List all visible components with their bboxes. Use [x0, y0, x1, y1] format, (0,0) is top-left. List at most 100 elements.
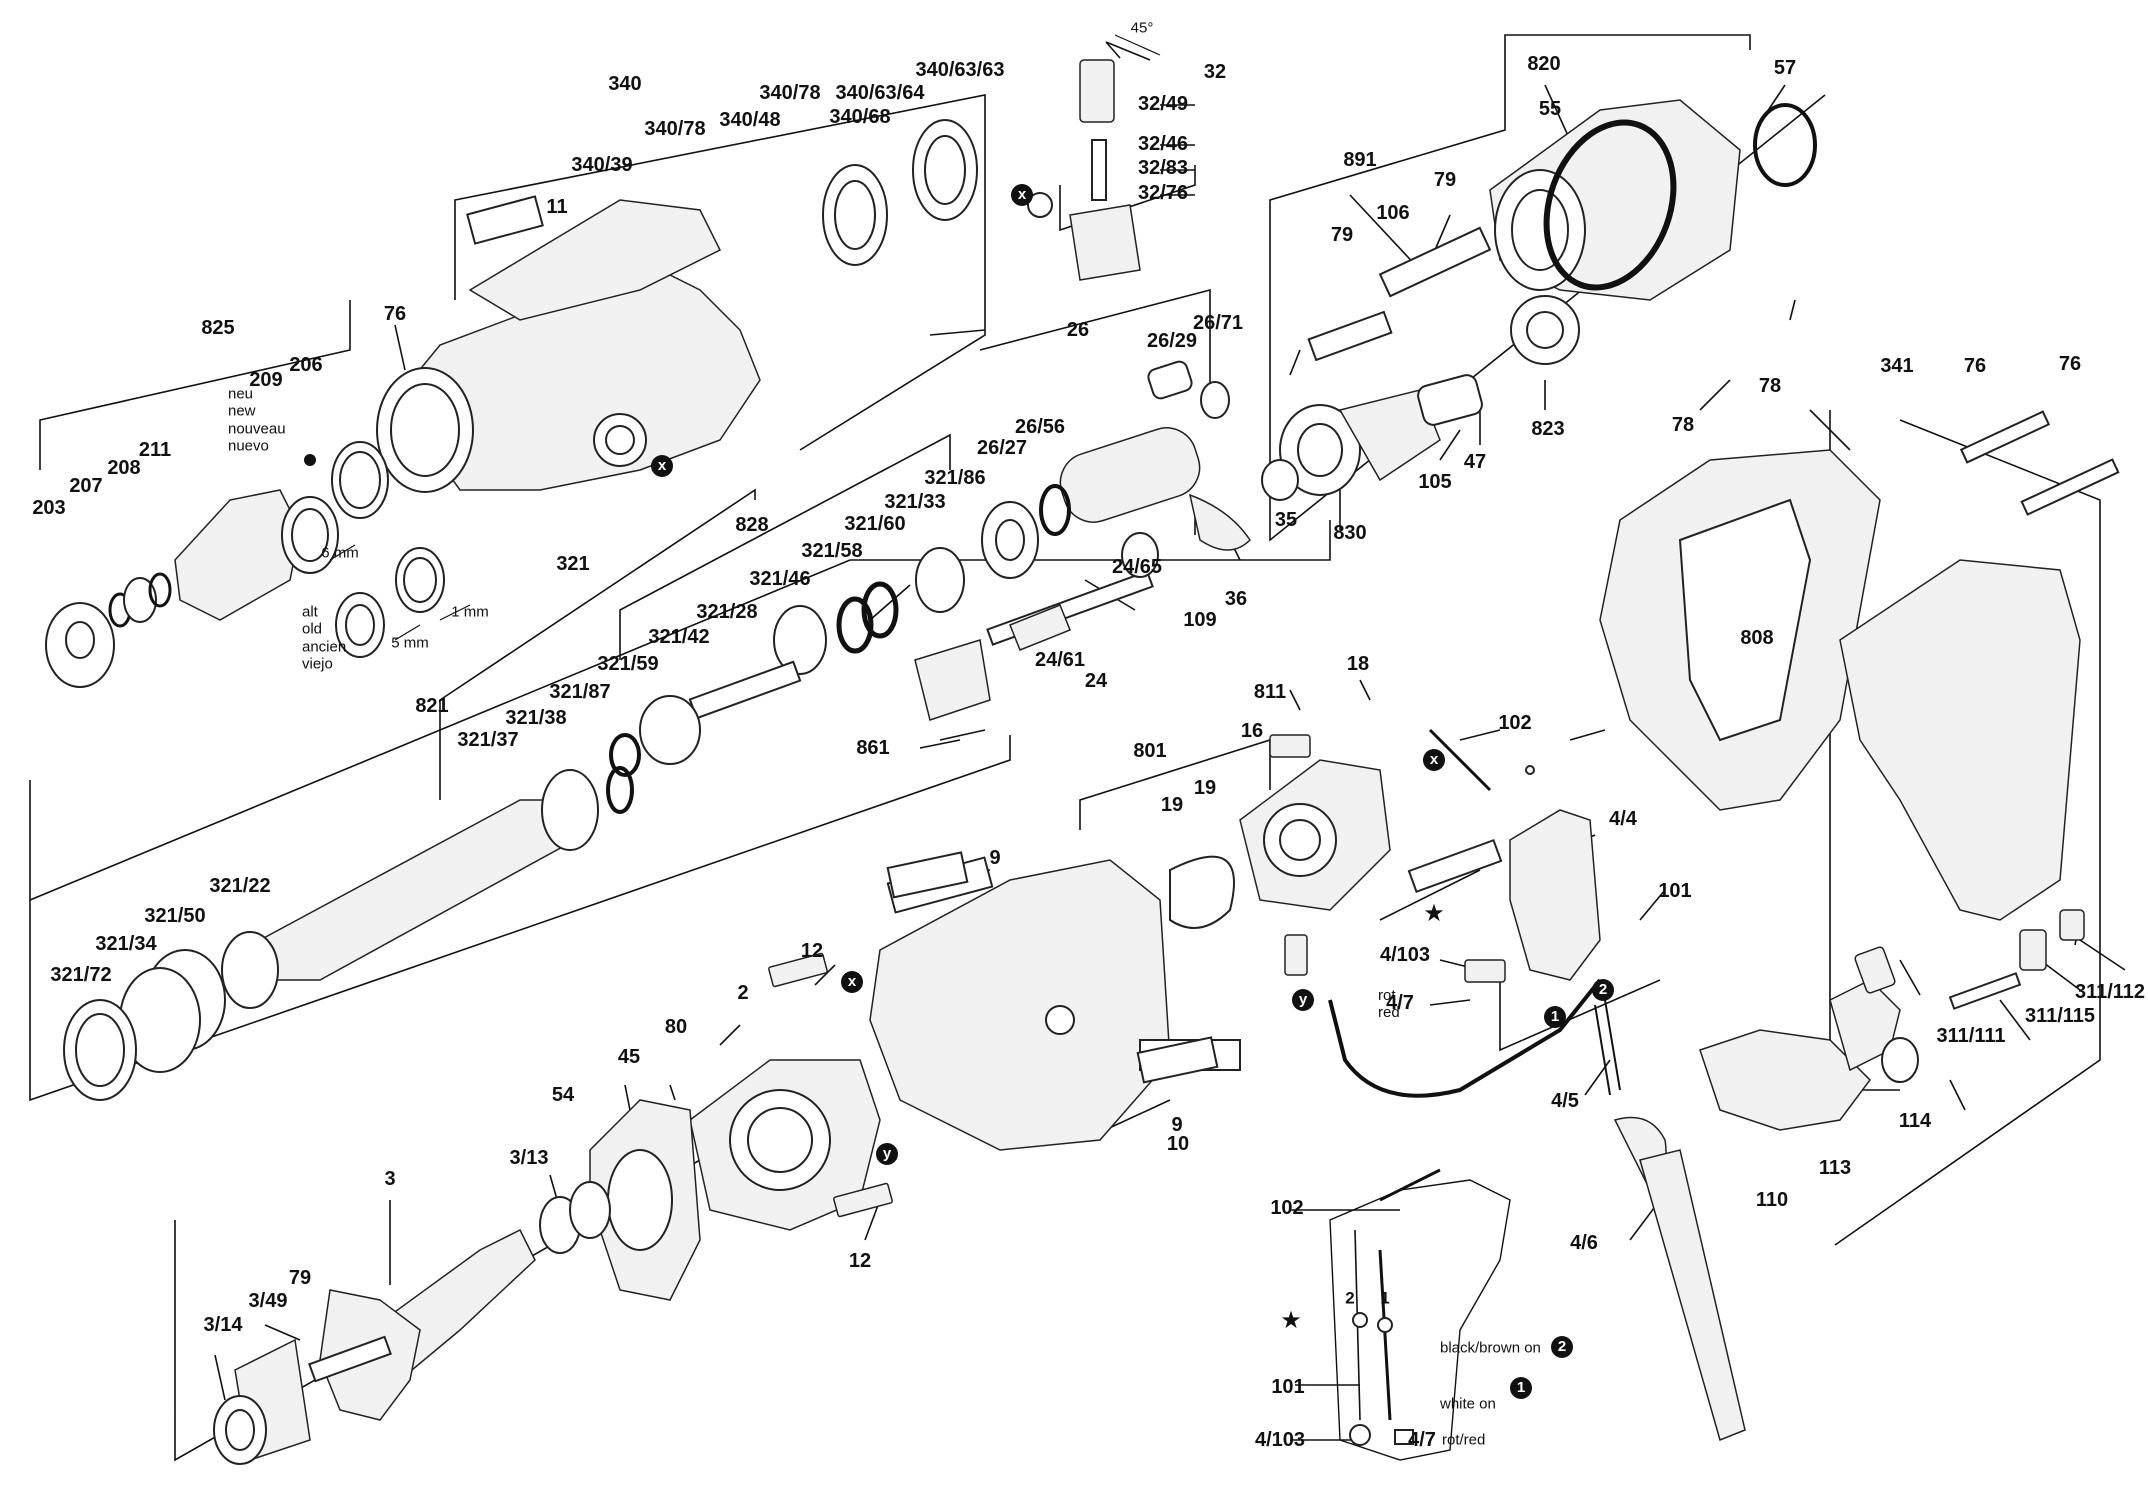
callout-203: 203	[32, 497, 66, 519]
rot-red-note-text: rot red	[1378, 986, 1400, 1021]
star-icon-inset: ★	[1280, 1306, 1302, 1334]
bracket-820-top	[1269, 34, 1751, 245]
callout-823: 823	[1531, 418, 1565, 440]
switch-trigger-parts	[1699, 909, 2085, 1131]
callout-113: 113	[1818, 1157, 1852, 1179]
callout-32-76: 32/76	[1137, 182, 1189, 204]
callout-340-63-64: 340/63/64	[835, 82, 925, 104]
white-on-note: white on	[1440, 1395, 1496, 1413]
intermediate-shaft-24	[914, 493, 1251, 721]
callout-321-72: 321/72	[50, 964, 112, 986]
callout-340-39: 340/39	[571, 154, 633, 176]
callout-321-37: 321/37	[457, 729, 519, 751]
callout-311-111: 311/111	[1936, 1025, 2006, 1047]
inset-callout-102: 102	[1270, 1197, 1304, 1219]
callout-208: 208	[107, 457, 141, 479]
callout-12-a: 12	[800, 940, 824, 962]
callout-321-60: 321/60	[844, 513, 906, 535]
callout-209: 209	[249, 369, 283, 391]
callout-321: 321	[556, 553, 590, 575]
callout-35: 35	[1274, 509, 1298, 531]
star-icon-switch: ★	[1423, 899, 1445, 927]
new-note-text: neu new nouveau nuevo	[228, 385, 286, 455]
callout-311-115: 311/115	[2024, 1005, 2096, 1027]
bracket-825	[39, 300, 351, 470]
brush-holder-32	[1027, 59, 1141, 281]
callout-3-49: 3/49	[248, 1290, 288, 1312]
callout-36: 36	[1224, 588, 1248, 610]
bracket-340	[454, 94, 986, 451]
callout-24-65: 24/65	[1111, 556, 1163, 578]
callout-79-c: 79	[288, 1267, 312, 1289]
callout-4-7-a: 4/7	[1386, 992, 1414, 1014]
callout-114: 114	[1898, 1110, 1932, 1132]
marker-x-housing: x	[651, 455, 673, 477]
bracket-341-frame	[1834, 419, 2101, 1246]
callout-801: 801	[1133, 740, 1167, 762]
gear-housing-340	[376, 196, 761, 493]
callout-340-63-63: 340/63/63	[915, 59, 1005, 81]
callout-311-112: 311/112	[2074, 981, 2146, 1003]
field-2	[689, 952, 893, 1231]
callout-825: 825	[201, 317, 235, 339]
callout-321-22: 321/22	[209, 875, 271, 897]
callout-340: 340	[608, 73, 642, 95]
callout-32-46: 32/46	[1137, 133, 1189, 155]
callout-341: 341	[1880, 355, 1914, 377]
flange-820	[1307, 99, 1817, 365]
callout-828: 828	[735, 514, 769, 536]
rings-340-63	[822, 119, 978, 266]
callout-79-a: 79	[1433, 169, 1457, 191]
callout-110: 110	[1755, 1189, 1789, 1211]
callout-76-a: 76	[383, 303, 407, 325]
callout-47: 47	[1463, 451, 1487, 473]
callout-820: 820	[1527, 53, 1561, 75]
callout-9-b: 9	[1171, 1114, 1183, 1136]
callout-78-b: 78	[1671, 414, 1695, 436]
bracket-801	[1079, 738, 1271, 830]
callout-102-a: 102	[1498, 712, 1532, 734]
new-note: neu new nouveau nuevo	[228, 386, 286, 455]
callout-54: 54	[551, 1084, 575, 1106]
brush-plate-18	[1169, 734, 1391, 976]
callout-321-38: 321/38	[505, 707, 567, 729]
marker-1-cable: 1	[1544, 1006, 1566, 1028]
callout-207: 207	[69, 475, 103, 497]
callout-811: 811	[1253, 681, 1287, 703]
marker-x-brush: x	[1011, 184, 1033, 206]
callout-26: 26	[1066, 319, 1090, 341]
callout-3: 3	[384, 1168, 396, 1190]
callout-26-27: 26/27	[976, 437, 1028, 459]
callout-321-87: 321/87	[549, 681, 611, 703]
callout-4-4: 4/4	[1609, 808, 1637, 830]
callout-79-b: 79	[1330, 224, 1354, 246]
inset-callout-101: 101	[1271, 1376, 1305, 1398]
callout-76-c: 76	[2058, 353, 2082, 375]
striker-assembly-828	[609, 501, 1039, 777]
marker-x-field: x	[841, 971, 863, 993]
callout-4-103-a: 4/103	[1379, 944, 1431, 966]
callout-321-86: 321/86	[924, 467, 986, 489]
marker-2-cable: 2	[1592, 979, 1614, 1001]
callout-32-49: 32/49	[1137, 93, 1189, 115]
bracket-821	[29, 735, 1011, 1102]
callout-891: 891	[1343, 149, 1377, 171]
handle-housing-341	[1599, 410, 2120, 921]
callout-211: 211	[138, 439, 172, 461]
callout-321-58: 321/58	[801, 540, 863, 562]
callout-4-6: 4/6	[1570, 1232, 1598, 1254]
tool-holder-821	[63, 766, 634, 1101]
wiring-inset	[1329, 1168, 1511, 1461]
callout-18: 18	[1346, 653, 1370, 675]
callout-80: 80	[664, 1016, 688, 1038]
old-note: alt old ancien viejo	[302, 604, 346, 673]
baffle-45	[589, 1099, 701, 1301]
callout-19-a: 19	[1160, 794, 1184, 816]
wobble-bearing-830	[1261, 374, 1483, 501]
callout-321-59: 321/59	[597, 653, 659, 675]
callout-10: 10	[1166, 1133, 1190, 1155]
callout-11: 11	[546, 196, 568, 218]
callout-109: 109	[1183, 609, 1217, 631]
callout-26-29: 26/29	[1146, 330, 1198, 352]
